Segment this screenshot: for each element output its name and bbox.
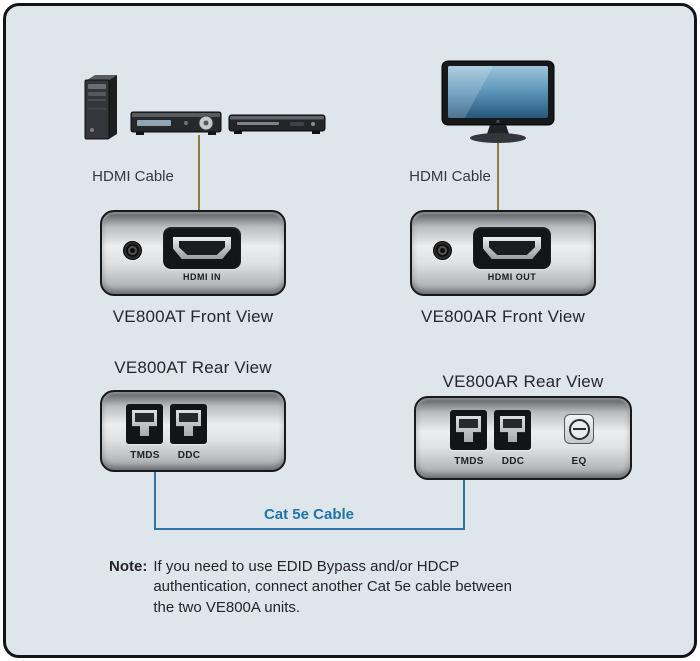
note-text: If you need to use EDID Bypass and/or HD… [153,558,512,616]
cat5e-line-right [463,480,465,530]
rj45-opening-icon [132,410,157,436]
dc-power-jack-icon [433,241,452,260]
tmds-port-label: TMDS [130,450,160,461]
ddc-port-label: DDC [501,456,525,467]
eq-port-label: EQ [571,456,587,467]
ve800ar-front-view-label: VE800AR Front View [421,307,585,326]
rj45-port-tmds-icon [450,410,487,450]
note-label: Note: [109,558,148,575]
cat5e-line-bottom [154,528,465,530]
dvd-player-icon [228,109,328,142]
hdmi-connector-icon [173,237,231,259]
av-receiver-icon [130,105,224,144]
ve800at-rear-device: TMDS DDC [100,390,286,472]
dc-power-jack-icon [123,241,142,260]
hdmi-out-port-label: HDMI OUT [487,272,537,282]
rj45-opening-icon [500,416,525,442]
diagram-frame: HDMI Cable HDMI Cable HDMI IN VE800AT Fr… [3,3,697,658]
hdmi-cable-line-left [198,135,200,212]
rj45-opening-icon [456,416,481,442]
note-block: Note: If you need to use EDID Bypass and… [109,557,525,618]
cat5e-line-left [154,472,156,530]
ve800ar-front-device: HDMI OUT [410,210,596,296]
hdmi-in-port-icon [163,227,241,269]
ve800at-front-view-label: VE800AT Front View [112,307,274,326]
pc-tower-icon [81,74,121,147]
rj45-port-tmds-icon [126,404,163,444]
hdmi-connector-icon [483,237,541,259]
rj45-port-ddc-icon [170,404,207,444]
ve800ar-rear-device: TMDS DDC EQ [414,396,632,480]
eq-knob-icon [568,418,590,440]
hdmi-cable-label-left: HDMI Cable [92,168,174,185]
ve800at-front-device: HDMI IN [100,210,286,296]
eq-dial-icon [564,414,594,444]
tmds-port-label: TMDS [454,456,484,467]
ddc-port-label: DDC [177,450,201,461]
ve800at-rear-view-label: VE800AT Rear View [114,358,272,377]
hdmi-in-port-label: HDMI IN [183,272,221,282]
rj45-port-ddc-icon [494,410,531,450]
rj45-opening-icon [176,410,201,436]
tv-icon [441,60,557,151]
cat5e-cable-label: Cat 5e Cable [263,506,355,523]
ve800ar-rear-view-label: VE800AR Rear View [442,372,604,391]
hdmi-cable-label-right: HDMI Cable [409,168,491,185]
hdmi-cable-line-right [497,143,499,212]
hdmi-out-port-icon [473,227,551,269]
